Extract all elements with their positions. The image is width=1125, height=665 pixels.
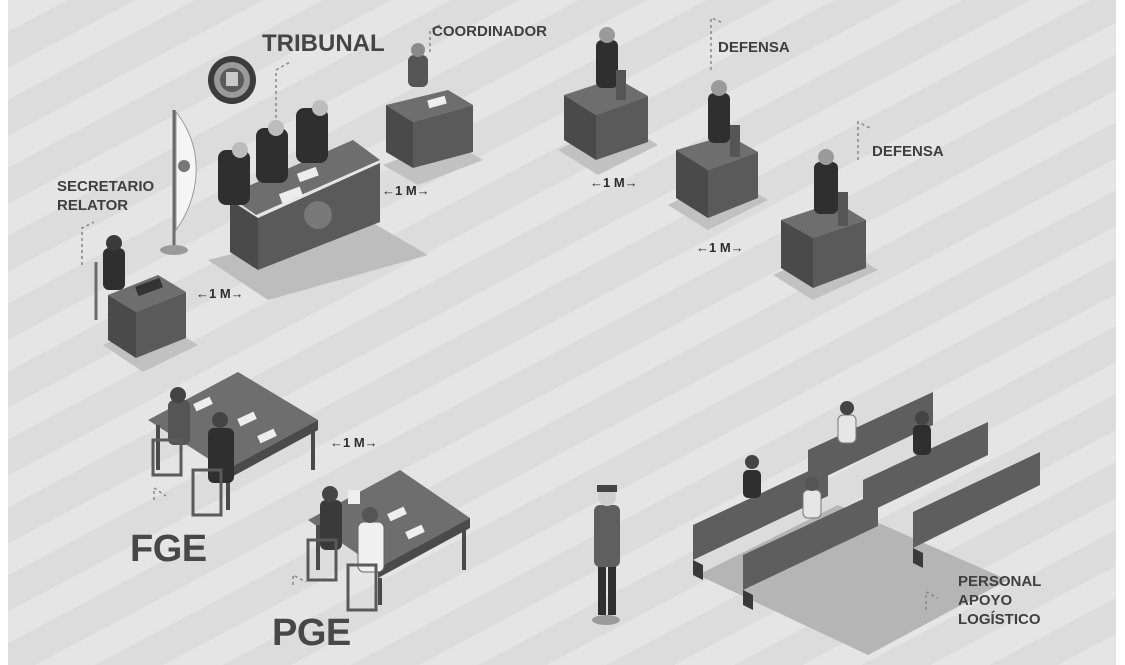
personal-label-line3: LOGÍSTICO — [958, 611, 1041, 628]
distance-fge-pge: ←1 M→ — [330, 435, 378, 450]
distance-tribunal-coordinador: ←1 M→ — [382, 183, 430, 198]
pge-table — [306, 470, 470, 612]
pge-label: PGE — [272, 612, 351, 654]
courtroom-illustration — [8, 0, 1116, 665]
defensa-label-2: DEFENSA — [872, 143, 944, 160]
judges — [218, 100, 328, 205]
personal-apoyo-label: PERSONAL APOYO LOGÍSTICO — [958, 572, 1041, 629]
personal-label-line1: PERSONAL — [958, 573, 1042, 590]
defensa-label-1: DEFENSA — [718, 39, 790, 56]
coordinador-desk — [383, 43, 483, 185]
guard-figure — [592, 485, 620, 625]
secretario-label-line2: RELATOR — [57, 197, 129, 214]
coordinador-label: COORDINADOR — [432, 23, 547, 40]
distance-defensa-right: ←1 M→ — [696, 240, 744, 255]
defensa-desk-2 — [668, 80, 768, 230]
flag — [160, 110, 197, 255]
distance-secretario-tribunal: ←1 M→ — [196, 286, 244, 301]
fge-label: FGE — [130, 528, 207, 570]
tribunal-desk — [208, 140, 428, 300]
personal-label-line2: APOYO — [958, 592, 1013, 609]
secretario-desk — [94, 235, 198, 372]
secretario-relator-label: SECRETARIO RELATOR — [57, 177, 154, 215]
secretario-label-line1: SECRETARIO — [57, 178, 155, 195]
defensa-desk-3 — [773, 149, 878, 300]
defensa-desk-1 — [558, 27, 658, 175]
tribunal-label: TRIBUNAL — [262, 30, 385, 57]
audience-benches — [693, 392, 1040, 655]
fge-table — [148, 372, 318, 517]
guide-lines — [81, 16, 939, 610]
distance-defensa-left: ←1 M→ — [590, 175, 638, 190]
seal-emblem — [208, 56, 256, 104]
